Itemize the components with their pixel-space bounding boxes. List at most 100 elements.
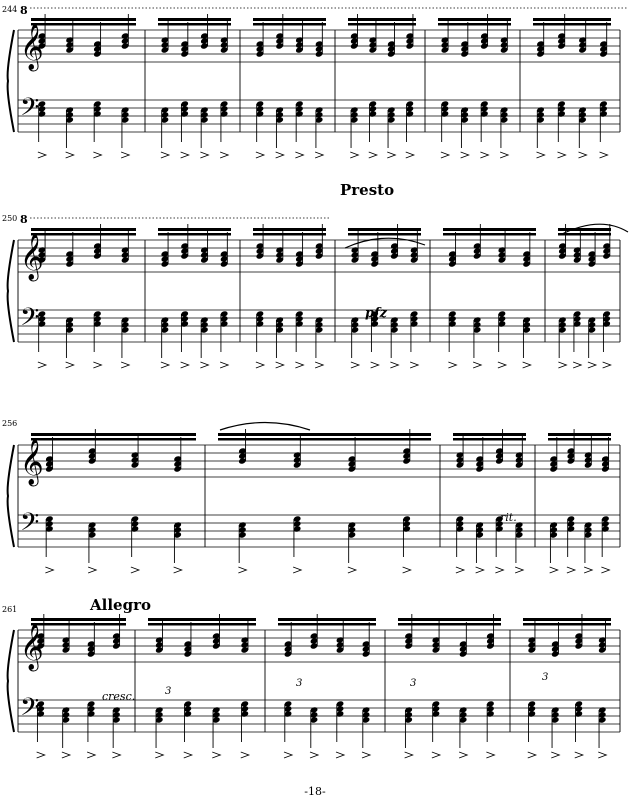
accent-mark — [93, 361, 103, 369]
notehead — [256, 106, 264, 112]
notehead — [598, 637, 606, 643]
notehead — [87, 706, 95, 712]
notehead — [295, 251, 303, 257]
notehead — [403, 453, 411, 459]
notehead — [600, 106, 607, 112]
notehead — [523, 322, 531, 328]
notehead — [473, 243, 481, 249]
notehead — [62, 707, 70, 713]
notehead — [350, 38, 358, 44]
notehead — [598, 642, 606, 648]
chord — [350, 317, 361, 369]
accent-mark — [599, 151, 609, 159]
notehead — [448, 256, 456, 262]
accent-mark — [93, 151, 103, 159]
notehead — [598, 712, 606, 718]
expression-cresc: cresc. — [102, 690, 135, 703]
chord — [528, 618, 536, 653]
notehead — [456, 457, 464, 463]
notehead — [573, 252, 581, 258]
chord — [495, 429, 504, 464]
accent-mark — [472, 361, 483, 369]
notehead — [276, 327, 284, 333]
notehead — [371, 311, 379, 317]
accent-mark — [368, 151, 379, 159]
notehead — [603, 321, 611, 327]
accent-mark — [86, 751, 97, 759]
notehead — [181, 46, 189, 52]
chord — [37, 311, 48, 369]
notehead — [45, 461, 53, 467]
accent-mark — [314, 151, 325, 159]
notehead — [579, 37, 586, 43]
notehead — [66, 251, 74, 257]
notehead — [558, 43, 565, 49]
beam — [148, 618, 256, 621]
beam — [558, 233, 611, 236]
chord — [93, 224, 102, 259]
chord — [572, 311, 583, 369]
chord — [486, 701, 496, 759]
notehead — [241, 637, 249, 643]
notehead — [256, 311, 264, 317]
chord — [212, 707, 222, 759]
notehead — [62, 642, 70, 648]
accent-mark — [587, 361, 598, 369]
notehead — [600, 46, 607, 52]
notehead — [448, 316, 456, 322]
notehead — [575, 638, 583, 644]
notehead — [88, 522, 96, 528]
notehead — [588, 327, 596, 333]
chord — [498, 228, 506, 263]
notehead — [486, 638, 494, 644]
notehead — [200, 257, 208, 263]
notehead — [523, 317, 531, 323]
accent-mark — [549, 566, 559, 574]
notehead — [45, 526, 53, 532]
chord — [371, 232, 379, 267]
chord — [240, 701, 251, 759]
notehead — [88, 458, 96, 464]
chord — [599, 101, 609, 159]
notehead — [579, 42, 586, 48]
notehead — [476, 461, 484, 467]
notehead — [220, 47, 228, 53]
notehead — [528, 647, 536, 653]
notehead — [371, 251, 379, 257]
notehead — [601, 516, 609, 522]
notehead — [371, 321, 379, 327]
notehead — [550, 461, 558, 467]
notehead — [256, 46, 264, 52]
notehead — [66, 42, 74, 48]
beam — [31, 233, 136, 236]
notehead — [66, 322, 74, 328]
notehead — [579, 117, 586, 123]
notehead — [336, 637, 344, 643]
notehead — [432, 711, 440, 717]
notehead — [276, 117, 284, 123]
accent-mark — [566, 566, 577, 574]
notehead — [38, 43, 46, 49]
notehead — [256, 321, 264, 327]
notehead — [295, 316, 303, 322]
notehead — [432, 637, 440, 643]
notehead — [200, 322, 208, 328]
notehead — [212, 712, 220, 718]
notehead — [121, 257, 129, 263]
chord — [93, 22, 102, 57]
notehead — [155, 647, 163, 653]
beam — [398, 618, 501, 621]
accent-mark — [402, 566, 412, 574]
notehead — [432, 642, 440, 648]
beam — [533, 23, 611, 26]
chord — [295, 101, 305, 159]
chord — [174, 437, 182, 472]
notehead — [93, 106, 101, 112]
notehead — [212, 638, 220, 644]
notehead — [256, 101, 264, 107]
beam — [31, 433, 196, 436]
chord — [573, 228, 581, 263]
chord — [180, 101, 190, 159]
notehead — [410, 316, 418, 322]
chord — [448, 311, 458, 369]
